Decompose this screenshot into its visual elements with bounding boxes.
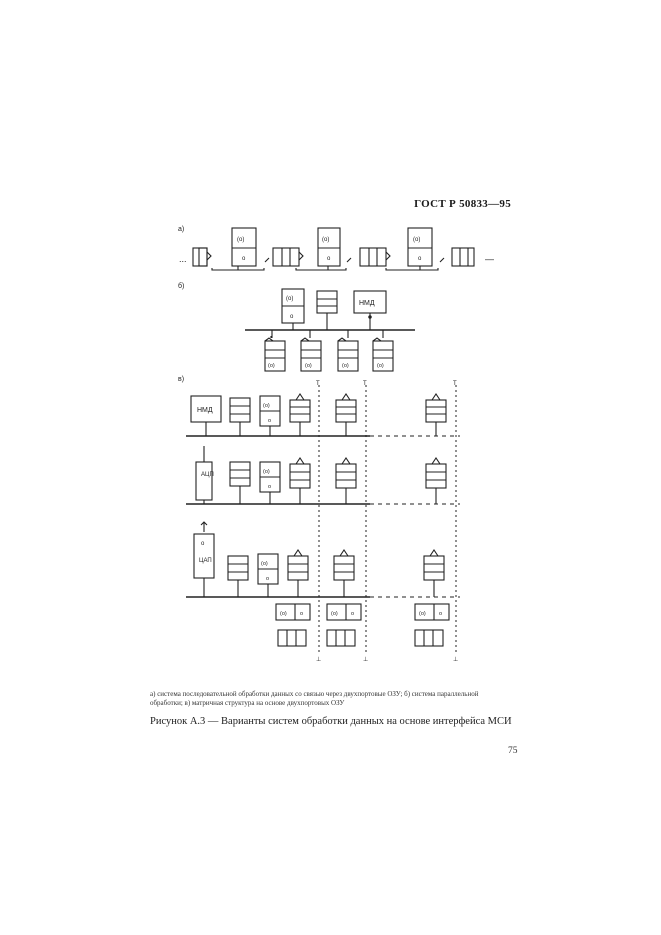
svg-text:(о): (о) — [263, 469, 270, 475]
ram-buffer — [272, 247, 304, 267]
ram-buffer — [359, 247, 391, 267]
svg-text:о: о — [327, 256, 331, 262]
panel-label-c: в) — [178, 376, 184, 383]
svg-text:о: о — [268, 418, 271, 424]
svg-text:(о): (о) — [342, 363, 349, 369]
svg-text:о: о — [290, 314, 294, 320]
svg-text:о: о — [351, 611, 354, 617]
matrix-bottom-modules: (о) о (о) о (о) о — [275, 603, 450, 647]
svg-text:ЦАП: ЦАП — [199, 558, 212, 564]
ram-buffer — [192, 247, 212, 267]
svg-text:⊥: ⊥ — [316, 656, 321, 663]
panel-a-serial-chain: ... (о) о (о) о (о) о — — [179, 227, 494, 271]
svg-text:о: о — [266, 576, 269, 582]
page-header: ГОСТ Р 50833—95 — [414, 198, 511, 210]
svg-text:T: T — [453, 381, 457, 387]
panel-b-parallel: (о) о НМД (о) (о) (о) (о) — [245, 288, 415, 372]
svg-text:(о): (о) — [263, 403, 270, 409]
svg-text:НМД: НМД — [197, 407, 213, 414]
svg-text:T: T — [363, 381, 367, 387]
svg-text:о: о — [242, 256, 246, 262]
panel-label-a: а) — [178, 226, 184, 233]
svg-text:(о): (о) — [377, 363, 384, 369]
figure-title: Рисунок А.3 — Варианты систем обработки … — [150, 716, 512, 727]
svg-text:...: ... — [179, 254, 187, 264]
svg-text:(о): (о) — [237, 237, 244, 243]
ram-buffer — [451, 247, 475, 267]
svg-text:(о): (о) — [305, 363, 312, 369]
svg-text:АЦП: АЦП — [201, 472, 214, 478]
svg-text:(о): (о) — [286, 296, 293, 302]
panel-c-matrix: T T T ⊥ ⊥ ⊥ НМД (о) о АЦП (о) о — [186, 381, 460, 663]
svg-text:о: о — [201, 541, 205, 547]
dac-module: о ЦАП — [193, 533, 215, 579]
svg-text:(о): (о) — [331, 611, 338, 617]
page-number: 75 — [508, 746, 518, 756]
processor-module: (о) о — [281, 288, 305, 324]
matrix-row-2: АЦП (о) о — [186, 446, 460, 505]
disk-controller: НМД — [353, 290, 387, 323]
processor-module: (о) о — [317, 227, 341, 267]
svg-text:(о): (о) — [268, 363, 275, 369]
svg-text:⊥: ⊥ — [453, 656, 458, 663]
adc-module: АЦП — [195, 461, 214, 501]
svg-text:(о): (о) — [280, 611, 287, 617]
svg-text:о: о — [300, 611, 303, 617]
matrix-row-3: о ЦАП (о) о — [186, 521, 460, 598]
lower-modules: (о) (о) (о) (о) — [264, 330, 394, 372]
svg-text:⊥: ⊥ — [363, 656, 368, 663]
matrix-vertical-links — [318, 385, 457, 655]
svg-text:—: — — [485, 254, 494, 264]
panel-label-b: б) — [178, 282, 184, 290]
processor-module: (о) о — [231, 227, 257, 267]
svg-text:T: T — [316, 381, 320, 387]
svg-text:(о): (о) — [413, 237, 420, 243]
svg-text:НМД: НМД — [359, 300, 375, 307]
svg-text:(о): (о) — [322, 237, 329, 243]
svg-text:о: о — [268, 484, 271, 490]
svg-text:о: о — [418, 256, 422, 262]
disk-controller: НМД — [190, 395, 222, 423]
svg-text:(о): (о) — [261, 561, 268, 567]
matrix-row-1: НМД (о) о — [186, 393, 460, 437]
caption-line-1: а) система последовательной обработки да… — [150, 690, 479, 698]
processor-module: (о) о — [407, 227, 433, 267]
figure-caption: а) система последовательной обработки да… — [150, 690, 520, 708]
ram-buffer — [316, 290, 338, 314]
caption-line-2: обработки; в) матричная структура на осн… — [150, 699, 345, 707]
svg-text:о: о — [439, 611, 442, 617]
svg-text:(о): (о) — [419, 611, 426, 617]
